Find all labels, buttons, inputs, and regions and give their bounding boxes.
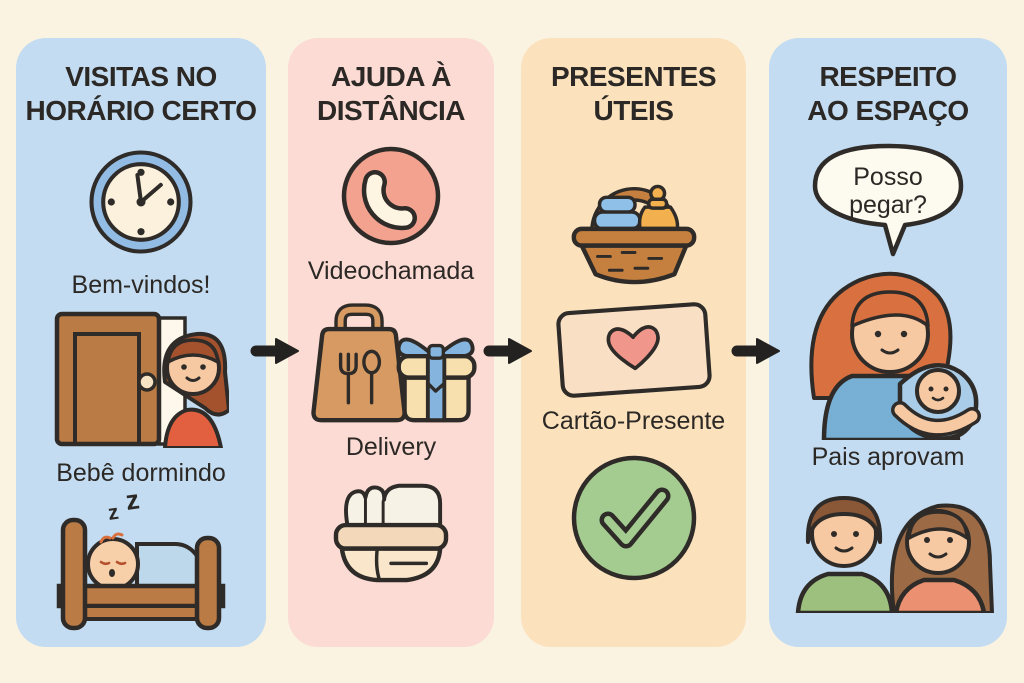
panel-ajuda-distancia: AJUDA À DISTÂNCIA Videochamada	[288, 38, 494, 647]
panel-title-line2: DISTÂNCIA	[317, 95, 465, 126]
bubble-text-line1: Posso	[853, 163, 922, 191]
panel-presentes-uteis: PRESENTES ÚTEIS Cartão-Presente	[521, 38, 746, 647]
sleeping-label: Bebê dormindo	[56, 459, 226, 487]
delivery-bag-gift-icon	[299, 300, 484, 426]
panel-title-line1: PRESENTES	[550, 61, 717, 92]
gift-basket-icon	[559, 148, 709, 288]
panel-visitas-horario: VISITAS NO HORÁRIO CERTO Bem-vindos!	[16, 38, 266, 647]
sleep-z-big: z	[124, 494, 142, 516]
check-circle-icon	[568, 452, 700, 584]
panel-title-line2: HORÁRIO CERTO	[25, 95, 258, 126]
phone-call-icon	[339, 144, 443, 248]
parents-couple-illustration	[778, 478, 998, 613]
delivery-bag-icon	[310, 303, 407, 423]
open-door-woman-icon	[53, 310, 229, 448]
panel-title-line2: AO ESPAÇO	[807, 95, 969, 126]
welcome-label: Bem-vindos!	[71, 271, 211, 299]
panel-title-line1: VISITAS NO	[65, 61, 217, 92]
speech-bubble: Posso pegar?	[802, 142, 974, 260]
flow-arrow-icon	[731, 336, 781, 366]
clock-icon	[87, 148, 195, 256]
gift-card-icon	[545, 298, 721, 402]
towel-basket-icon	[321, 472, 461, 584]
gift-card-label: Cartão-Presente	[541, 407, 726, 435]
panel-title-line1: RESPEITO	[819, 61, 957, 92]
parents-approve-label: Pais aprovam	[811, 443, 965, 471]
sleep-z-small: z	[106, 501, 120, 525]
videocall-label: Videochamada	[307, 257, 475, 285]
panel-respeito-espaco: RESPEITO AO ESPAÇO Posso pegar?	[769, 38, 1007, 647]
sleeping-baby-crib-icon: z z	[49, 494, 233, 634]
gift-box-icon	[396, 337, 477, 423]
panel-title-line1: AJUDA À	[331, 61, 451, 92]
flow-arrow-icon	[250, 336, 300, 366]
flow-arrow-icon	[483, 336, 533, 366]
bubble-text-line2: pegar?	[849, 191, 927, 219]
panel-title-line2: ÚTEIS	[593, 95, 674, 126]
delivery-label: Delivery	[345, 433, 437, 461]
mother-holding-baby-illustration	[788, 250, 988, 440]
